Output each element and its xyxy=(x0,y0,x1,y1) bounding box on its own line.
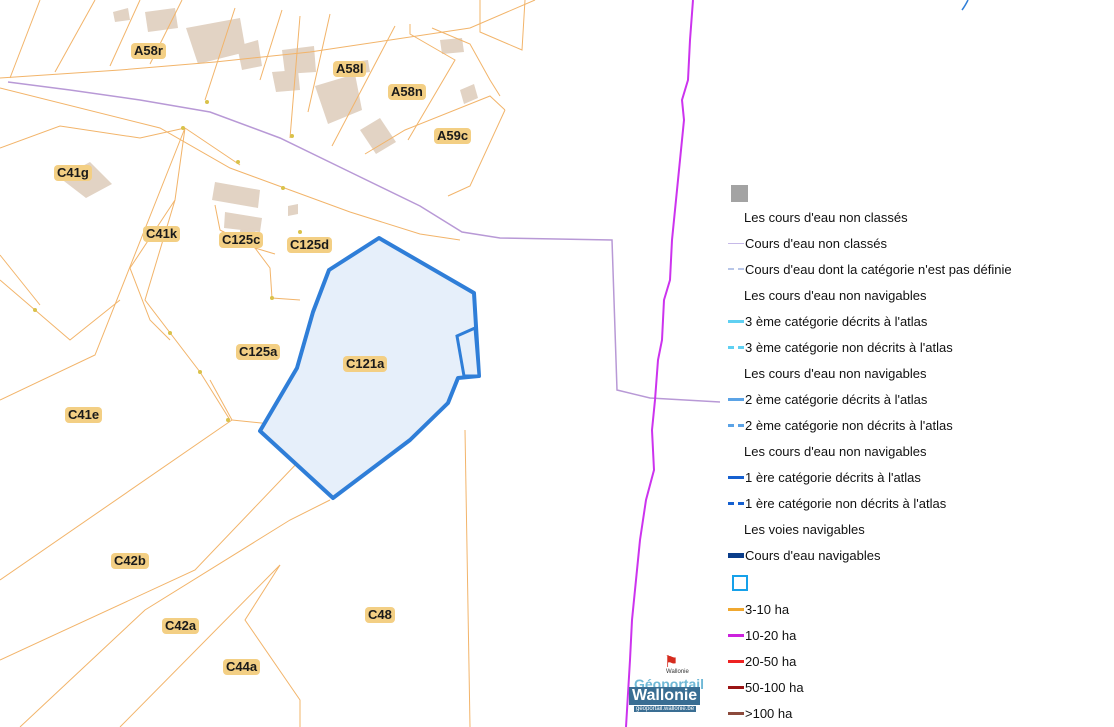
logo-line2: Wallonie xyxy=(629,687,701,705)
parcel-label-C121a[interactable]: C121a xyxy=(343,356,388,372)
legend-line-icon xyxy=(728,659,744,663)
legend-line-icon xyxy=(728,242,744,244)
legend-label: 3-10 ha xyxy=(745,601,790,617)
legend-row: Les cours d'eau non classés xyxy=(728,205,908,229)
legend-row: 50-100 ha xyxy=(728,675,804,699)
legend-label: Les cours d'eau non navigables xyxy=(744,365,927,381)
legend-label: Les voies navigables xyxy=(744,521,865,537)
rooster-emblem-icon: ⚑ xyxy=(664,654,679,671)
legend-line-icon xyxy=(728,475,744,479)
logo-url: geoportail.wallonie.be xyxy=(634,706,697,712)
parcel-label-A59c[interactable]: A59c xyxy=(434,128,472,144)
legend-label: 3 ème catégorie non décrits à l'atlas xyxy=(745,339,953,355)
parcel-label-A58r[interactable]: A58r xyxy=(131,43,166,59)
legend-row: 2 ème catégorie décrits à l'atlas xyxy=(728,387,927,411)
legend-row: Cours d'eau navigables xyxy=(728,543,880,567)
river-line xyxy=(7,81,721,403)
logo-sub: Wallonie xyxy=(666,669,689,675)
legend-row: Les voies navigables xyxy=(728,517,865,541)
parcel-label-C48[interactable]: C44a xyxy=(223,659,261,675)
parcel-label-A58l[interactable]: A58l xyxy=(333,61,367,77)
legend-line-icon xyxy=(728,397,744,401)
legend-line-icon xyxy=(728,319,744,323)
parcel-label-C41k[interactable]: C41k xyxy=(143,226,181,242)
legend-label: Les cours d'eau non navigables xyxy=(744,443,927,459)
legend-row: 1 ère catégorie décrits à l'atlas xyxy=(728,465,921,489)
selected-sub-parcel[interactable] xyxy=(455,325,481,378)
legend-row: Les cours d'eau non navigables xyxy=(728,283,926,307)
legend-row: 10-20 ha xyxy=(728,623,796,647)
legend-label: 2 ème catégorie décrits à l'atlas xyxy=(745,391,928,407)
legend-line-icon xyxy=(728,552,744,558)
legend-dashed-icon xyxy=(728,501,744,505)
legend-line-icon xyxy=(728,711,744,715)
legend-dashed-icon xyxy=(728,345,744,349)
legend-row: >100 ha xyxy=(728,701,792,725)
legend-label: Cours d'eau navigables xyxy=(745,547,881,563)
parcel-label-C41g[interactable]: C41g xyxy=(54,165,92,181)
legend-line-icon xyxy=(728,685,744,689)
legend-label: >100 ha xyxy=(745,705,793,721)
legend-line-icon xyxy=(728,607,744,611)
legend-row: 20-50 ha xyxy=(728,649,796,673)
parcel-label-C41e[interactable]: C41e xyxy=(65,407,103,423)
road-line xyxy=(625,0,694,727)
legend-row: Cours d'eau non classés xyxy=(728,231,887,255)
parcel-label-A58n[interactable]: A58n xyxy=(388,84,426,100)
legend-row: 3 ème catégorie décrits à l'atlas xyxy=(728,309,927,333)
parcel-vertices xyxy=(33,100,302,422)
legend-label: Cours d'eau non classés xyxy=(745,235,887,251)
parcel-label-C125c[interactable]: C125c xyxy=(219,232,264,248)
legend-label: 3 ème catégorie décrits à l'atlas xyxy=(745,313,928,329)
legend-row: 3-10 ha xyxy=(728,597,789,621)
legend-label: 50-100 ha xyxy=(745,679,804,695)
legend-row: Cours d'eau dont la catégorie n'est pas … xyxy=(728,257,1012,281)
watercourse-icon xyxy=(732,575,748,591)
legend-row: 3 ème catégorie non décrits à l'atlas xyxy=(728,335,953,359)
parcel-label-C44a[interactable]: C48 xyxy=(365,607,395,623)
legend-line-icon xyxy=(728,633,744,637)
legend-row: Les cours d'eau non navigables xyxy=(728,439,926,463)
legend-dashed-icon xyxy=(728,423,744,427)
parcel-label-C125a[interactable]: C125a xyxy=(236,344,281,360)
legend-label: Les cours d'eau non navigables xyxy=(744,287,927,303)
legend-label: 10-20 ha xyxy=(745,627,797,643)
legend-label: Les cours d'eau non classés xyxy=(744,209,908,225)
geoportail-logo[interactable]: ⚑ Wallonie Géoportail Wallonie geoportai… xyxy=(626,652,718,716)
legend-label: Cours d'eau dont la catégorie n'est pas … xyxy=(745,261,1012,277)
legend-label: 2 ème catégorie non décrits à l'atlas xyxy=(745,417,953,433)
legend-row: 1 ère catégorie non décrits à l'atlas xyxy=(728,491,946,515)
unclassified-swatch-icon xyxy=(731,185,748,202)
legend-label: 1 ère catégorie décrits à l'atlas xyxy=(745,469,921,485)
legend-label: 20-50 ha xyxy=(745,653,797,669)
legend-row: Les cours d'eau non navigables xyxy=(728,361,926,385)
parcel-label-C42b[interactable]: C42b xyxy=(111,553,149,569)
legend-dashed-icon xyxy=(728,268,744,270)
parcel-label-C125d[interactable]: C125d xyxy=(287,237,333,253)
partial-arc xyxy=(961,0,969,11)
parcel-label-C42a[interactable]: C42a xyxy=(162,618,200,634)
legend-label: 1 ère catégorie non décrits à l'atlas xyxy=(745,495,947,511)
legend-row: 2 ème catégorie non décrits à l'atlas xyxy=(728,413,953,437)
